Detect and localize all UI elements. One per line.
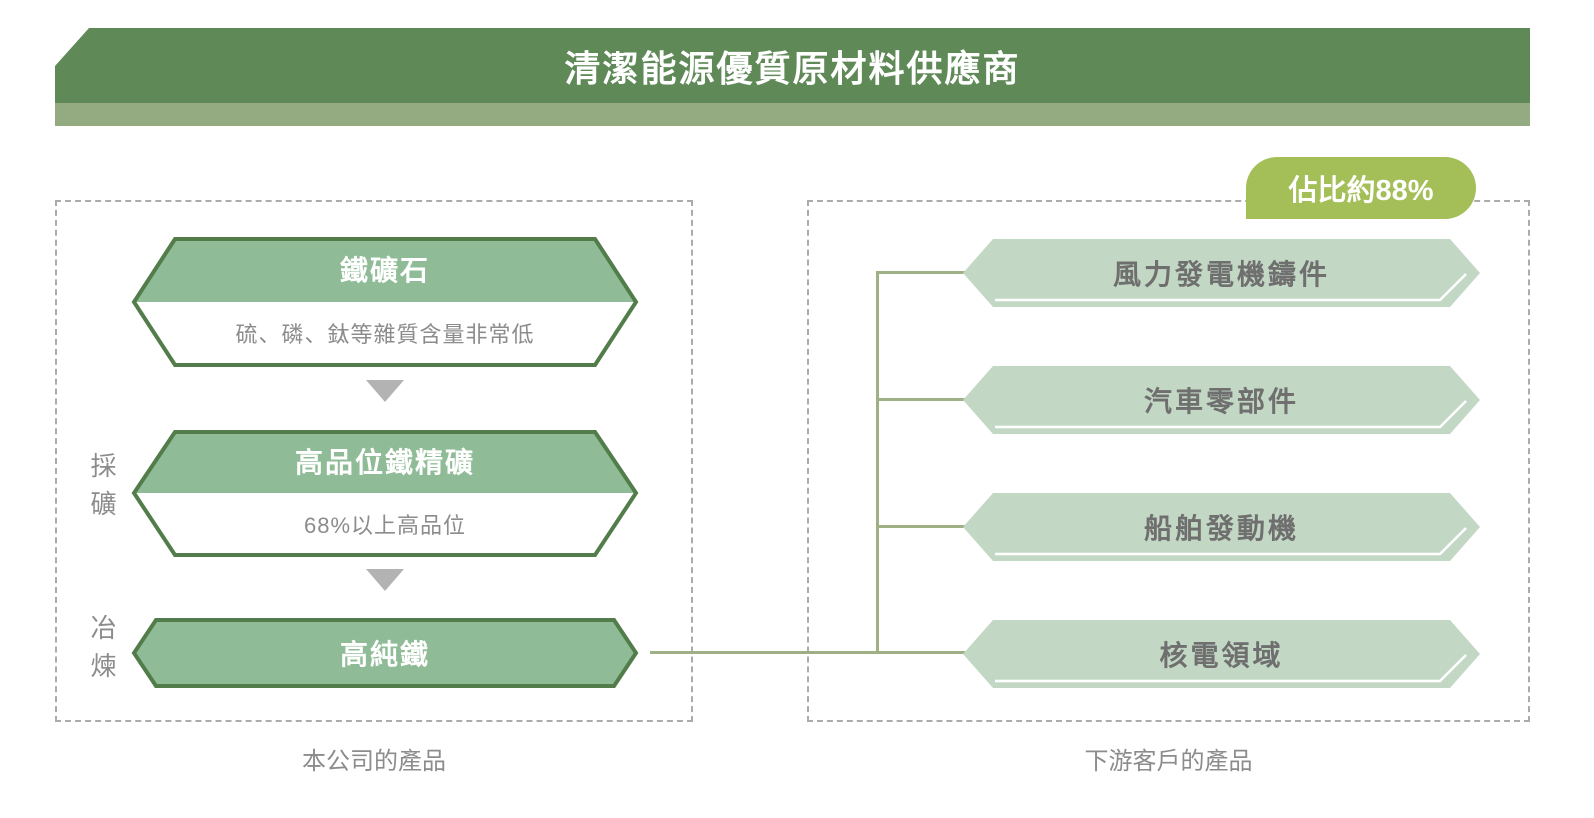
step-iron-ore-subtitle: 硫、磷、鈦等雜質含量非常低: [235, 322, 535, 347]
header-banner-strip: [55, 103, 1530, 126]
product-label: 船舶發動機: [1143, 513, 1299, 544]
connector-vertical: [876, 271, 879, 654]
step-pure-iron-title: 高純鐵: [339, 639, 430, 670]
step-pure-iron-hexagon: 高純鐵: [130, 618, 640, 688]
connector-branch-1: [879, 271, 965, 274]
arrow-down-icon: [366, 380, 404, 402]
product-wind-turbine-castings: 風力發電機鑄件: [963, 239, 1480, 307]
hexagon-shape-icon: [963, 239, 1480, 307]
hexagon-shape-icon: [131, 237, 639, 367]
product-ship-engines: 船舶發動機: [963, 493, 1480, 561]
stage-label-mining: 採礦: [87, 452, 117, 528]
product-label: 核電領域: [1159, 640, 1284, 671]
step-title-row: 高純鐵: [130, 618, 640, 688]
step-title-row: 鐵礦石: [130, 237, 640, 301]
step-subtitle-row: 68%以上高品位: [130, 493, 640, 554]
step-iron-ore-title: 鐵礦石: [339, 255, 430, 286]
step-concentrate-subtitle: 68%以上高品位: [303, 512, 467, 538]
step-concentrate-hexagon: 高品位鐵精礦 68%以上高品位: [130, 430, 640, 557]
hexagon-shape-icon: [963, 493, 1480, 561]
stage-label-smelting: 冶煉: [87, 614, 117, 690]
company-products-panel: [55, 200, 693, 722]
header-banner-main: 清潔能源優質原材料供應商: [55, 28, 1530, 103]
product-nuclear-power: 核電領域: [963, 620, 1480, 688]
hexagon-shape-icon: [131, 618, 639, 688]
caption-company-products: 本公司的產品: [302, 748, 446, 775]
product-label: 風力發電機鑄件: [1112, 259, 1330, 290]
hexagon-shape-icon: [963, 366, 1480, 434]
step-title-row: 高品位鐵精礦: [130, 430, 640, 492]
page-title: 清潔能源優質原材料供應商: [564, 47, 1021, 89]
connector-main-horizontal: [650, 651, 965, 654]
share-badge-label: 佔比約88%: [1288, 175, 1434, 207]
hexagon-shape-icon: [131, 430, 639, 557]
step-concentrate-title: 高品位鐵精礦: [294, 447, 475, 478]
caption-downstream-products: 下游客戶的產品: [1084, 748, 1253, 775]
downstream-products-panel: [807, 200, 1530, 722]
step-iron-ore-hexagon: 鐵礦石 硫、磷、鈦等雜質含量非常低: [130, 237, 640, 367]
header-banner: 清潔能源優質原材料供應商: [55, 28, 1530, 126]
step-subtitle-row: 硫、磷、鈦等雜質含量非常低: [130, 302, 640, 364]
product-label: 汽車零部件: [1143, 386, 1299, 417]
arrow-down-icon: [366, 569, 404, 591]
connector-branch-3: [879, 525, 965, 528]
share-badge: 佔比約88%: [1246, 157, 1476, 219]
connector-branch-2: [879, 398, 965, 401]
hexagon-shape-icon: [963, 620, 1480, 688]
product-auto-parts: 汽車零部件: [963, 366, 1480, 434]
